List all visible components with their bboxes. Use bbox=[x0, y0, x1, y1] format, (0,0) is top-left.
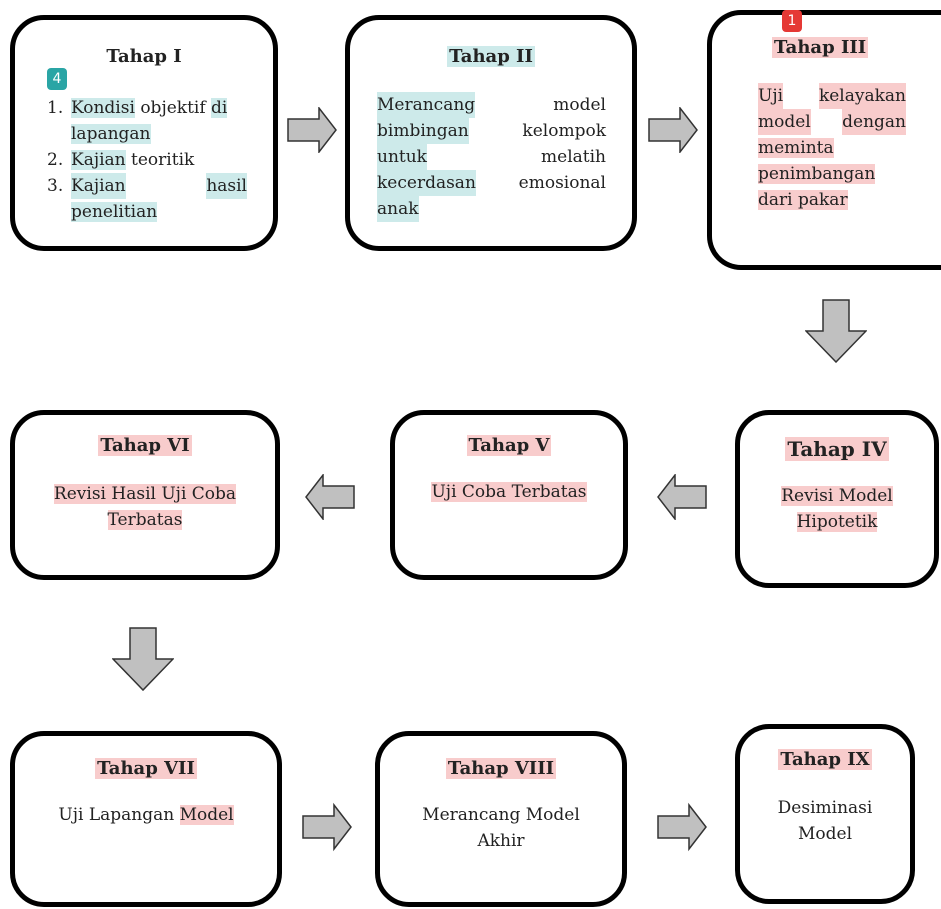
arrow-right-icon bbox=[648, 107, 698, 153]
arrow-right-icon bbox=[287, 107, 337, 153]
stage-3-title: Tahap III bbox=[772, 37, 869, 58]
annotation-badge-1[interactable]: 1 bbox=[782, 10, 802, 32]
list-item: 2.Kajian teoritik bbox=[47, 150, 195, 170]
stage-5-box: Tahap V Uji Coba Terbatas bbox=[390, 410, 628, 580]
arrow-left-icon bbox=[305, 474, 355, 520]
arrow-down-icon bbox=[805, 299, 867, 363]
stage-1-title: Tahap I bbox=[106, 46, 182, 67]
arrow-down-icon bbox=[112, 622, 174, 696]
stage-7-text: Uji Lapangan Model bbox=[58, 805, 234, 825]
stage-2-title: Tahap II bbox=[447, 46, 535, 67]
stage-8-title: Tahap VIII bbox=[445, 758, 557, 779]
stage-9-title: Tahap IX bbox=[778, 749, 872, 770]
stage-5-title: Tahap V bbox=[466, 435, 552, 456]
annotation-badge-4[interactable]: 4 bbox=[47, 68, 67, 90]
arrow-left-icon bbox=[657, 474, 707, 520]
stage-7-box: Tahap VII Uji Lapangan Model bbox=[10, 731, 282, 907]
stage-7-title: Tahap VII bbox=[95, 758, 197, 779]
stage-6-title: Tahap VI bbox=[98, 435, 192, 456]
arrow-right-icon bbox=[657, 800, 707, 854]
stage-4-title: Tahap IV bbox=[785, 437, 889, 461]
stage-5-text: Uji Coba Terbatas bbox=[431, 482, 587, 502]
arrow-right-icon bbox=[302, 800, 352, 854]
